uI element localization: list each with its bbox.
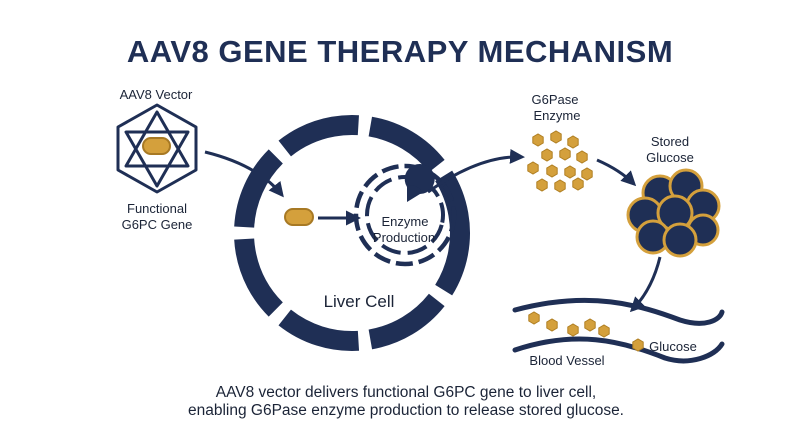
caption-line2: enabling G6Pase enzyme production to rel…: [188, 402, 624, 419]
arrow-nucleus-to-enzyme: [427, 148, 525, 194]
sphere-cluster-icon: [626, 168, 721, 258]
hexagon-icon: [546, 318, 558, 332]
hexagon-icon: [572, 177, 584, 191]
hexagon-icon: [632, 338, 644, 352]
gene-label-line2: G6PC Gene: [122, 217, 193, 232]
hexagon-icon: [584, 318, 596, 332]
hexagon-icon: [546, 164, 558, 178]
hexagon-icon: [564, 165, 576, 179]
enzyme-production-label-line1: Enzyme: [382, 214, 429, 229]
arrow-glucose-to-vessel: [629, 256, 662, 313]
enzyme-label-line1: G6Pase: [532, 92, 579, 107]
hexagon-icon: [536, 178, 548, 192]
blood-vessel: [512, 297, 725, 364]
hexagon-icon: [581, 167, 593, 181]
hexagon-icon: [550, 130, 562, 144]
pie-icon: [404, 164, 435, 202]
hexagon-icon: [527, 161, 539, 175]
hexagon-icon: [576, 150, 588, 164]
arrow-vector-to-cell: [204, 150, 284, 198]
hexagon-icon: [598, 324, 610, 338]
arrow-enzyme-to-glucose: [596, 158, 637, 187]
page-title: AAV8 GENE THERAPY MECHANISM: [127, 34, 673, 69]
vector-label: AAV8 Vector: [120, 87, 193, 102]
enzyme-production-label-line2: Production: [373, 230, 435, 245]
glucose-hexagons: [528, 311, 644, 352]
liver-cell-membrane: [234, 115, 470, 351]
hexagon-icon: [567, 135, 579, 149]
vector-capsule-icon: [142, 137, 171, 155]
nucleus-membrane: [353, 163, 457, 267]
enzyme-label-line2: Enzyme: [534, 108, 581, 123]
blood-vessel-label: Blood Vessel: [529, 353, 604, 368]
hexagon-icon: [541, 148, 553, 162]
enzyme-hexagons: [527, 130, 593, 193]
gene-capsule-icon: [284, 208, 314, 226]
stored-glucose-label-line1: Stored: [651, 134, 689, 149]
hexagon-icon: [532, 133, 544, 147]
caption-line1: AAV8 vector delivers functional G6PC gen…: [216, 384, 597, 401]
gene-label-line1: Functional: [127, 201, 187, 216]
hexagon-icon: [554, 179, 566, 193]
hexagon-icon: [567, 323, 579, 337]
icosahedron-icon: [116, 103, 198, 194]
stored-glucose-label-line2: Glucose: [646, 150, 694, 165]
hexagon-icon: [559, 147, 571, 161]
liver-cell-label: Liver Cell: [324, 292, 395, 311]
hexagon-icon: [528, 311, 540, 325]
glucose-label: Glucose: [649, 339, 697, 354]
